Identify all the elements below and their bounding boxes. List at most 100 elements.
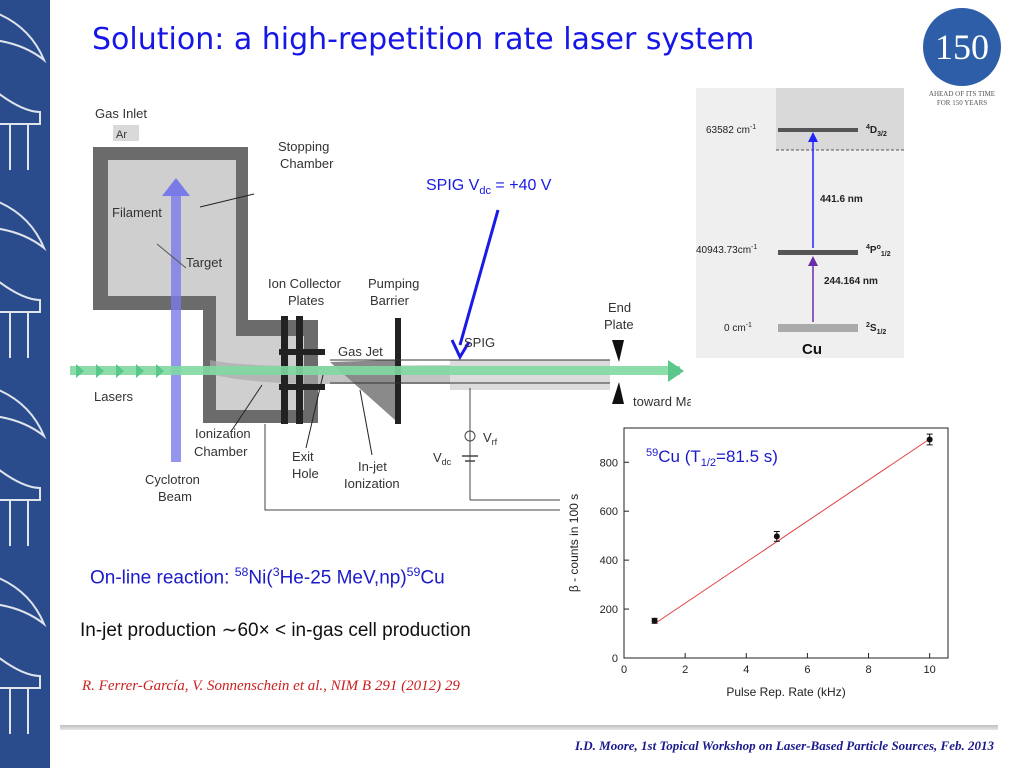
label-stopping-2: Chamber	[280, 156, 334, 171]
label-ion-collector-2: Plates	[288, 293, 325, 308]
label-exit-1: Exit	[292, 449, 314, 464]
footer-credit: I.D. Moore, 1st Topical Workshop on Lase…	[574, 738, 994, 753]
level-bot-term-j: 1/2	[877, 329, 887, 336]
label-cyclotron-2: Beam	[158, 489, 192, 504]
vrf-source-symbol	[464, 430, 476, 442]
y-tick-label: 400	[600, 555, 618, 567]
reference-citation: R. Ferrer-García, V. Sonnenschein et al.…	[82, 678, 460, 694]
injet-pointer	[359, 389, 373, 456]
y-tick-label: 600	[600, 506, 618, 518]
logo-circle: 150	[923, 8, 1001, 86]
spig-voltage-arrow	[458, 209, 500, 346]
chart-title-sub: 1/2	[701, 457, 716, 469]
cyclotron-beam-arrowhead	[162, 178, 190, 196]
ion-collector-bottom	[279, 384, 325, 390]
level-bot-term-mult: 2	[866, 322, 870, 329]
label-lasers: Lasers	[94, 389, 134, 404]
lower-transition-label: 244.164 nm	[824, 276, 878, 287]
cyclotron-beam-arrow	[171, 192, 181, 462]
reaction-cu: Cu	[420, 567, 445, 589]
label-stopping-1: Stopping	[278, 139, 329, 154]
plot-frame	[623, 427, 949, 659]
label-spig: SPIG	[464, 335, 495, 350]
slide-title: Solution: a high-repetition rate laser s…	[92, 22, 755, 57]
label-ar: Ar	[116, 129, 127, 141]
chart-fit	[654, 438, 930, 625]
level-mid-term: 4Po1/2	[866, 244, 891, 258]
label-end-2: Plate	[604, 317, 634, 332]
level-mid-term-mult: 4	[866, 244, 870, 251]
upper-transition-arrowhead	[808, 132, 818, 142]
anniversary-logo: 150 AHEAD OF ITS TIME FOR 150 YEARS	[912, 8, 1012, 108]
label-spig-voltage-main: SPIG V	[426, 177, 480, 194]
level-bot-energy: 0 cm-1	[724, 322, 752, 334]
x-tick-label: 6	[804, 664, 810, 676]
level-top-term-letter: D	[870, 125, 877, 136]
ionization-pointer	[231, 384, 263, 431]
data-point	[651, 617, 658, 624]
data-point	[773, 533, 780, 540]
fit-line	[654, 438, 930, 625]
label-vdc-sub: dc	[442, 457, 452, 467]
level-top-energy-value: 63582 cm	[706, 125, 750, 136]
lower-transition-arrowhead	[808, 256, 818, 266]
laser-chevrons	[76, 364, 164, 378]
stopping-pointer	[199, 193, 255, 208]
level-top-term: 4D3/2	[866, 124, 887, 138]
label-gas-jet: Gas Jet	[338, 344, 383, 359]
level-bot-energy-exp: -1	[746, 322, 752, 329]
energy-level-svg: 63582 cm-1 40943.73cm-1 0 cm-1 4D3/2 4Po…	[696, 88, 904, 358]
logo-line-2: FOR 150 YEARS	[936, 99, 988, 107]
footer-divider	[60, 725, 998, 730]
label-gas-inlet: Gas Inlet	[95, 106, 147, 121]
chart-title: 59Cu (T1/2=81.5 s)	[646, 447, 778, 469]
level-top-bar	[778, 128, 858, 132]
ar-inlet-box	[113, 125, 139, 141]
x-tick-label: 2	[682, 664, 688, 676]
reaction-prefix: On-line reaction:	[90, 567, 235, 589]
level-bot-energy-value: 0 cm	[724, 323, 746, 334]
label-target: Target	[186, 255, 223, 270]
label-ion-collector-1: Ion Collector	[268, 276, 342, 291]
label-injet-1: In-jet	[358, 459, 387, 474]
upper-transition-label: 441.6 nm	[820, 194, 863, 205]
label-spig-voltage-value: = +40 V	[491, 177, 552, 194]
production-comparison: In-jet production ∼60× < in-gas cell pro…	[80, 620, 471, 641]
x-tick-label: 0	[621, 664, 627, 676]
label-toward-mass: toward Mass	[633, 394, 691, 409]
left-sidebar-decoration	[0, 0, 50, 768]
label-injet-2: Ionization	[344, 476, 400, 491]
reaction-sup-59: 59	[406, 565, 421, 579]
label-vrf: Vrf	[483, 430, 498, 447]
gas-cell-apparatus-diagram: Gas Inlet Ar Stopping Chamber Filament T…	[70, 106, 691, 511]
reaction-sup-3: 3	[272, 565, 280, 579]
x-tick-label: 4	[743, 664, 749, 676]
data-point	[926, 436, 933, 443]
level-bottom-bar	[778, 324, 858, 332]
level-mid-energy-exp: -1	[751, 244, 757, 251]
logo-caption: AHEAD OF ITS TIME FOR 150 YEARS	[912, 90, 1012, 108]
chart-title-main: Cu (T	[658, 447, 701, 466]
sidebar-pattern	[0, 13, 47, 734]
label-end-1: End	[608, 300, 631, 315]
laser-beam	[70, 366, 680, 375]
label-vdc-v: V	[433, 450, 442, 465]
y-tick-label: 0	[612, 653, 618, 665]
level-bot-term-letter: S	[870, 323, 877, 334]
label-spig-voltage: SPIG Vdc = +40 V	[426, 177, 552, 197]
label-filament: Filament	[112, 205, 162, 220]
label-cyclotron-1: Cyclotron	[145, 472, 200, 487]
level-mid-energy-value: 40943.73cm	[696, 245, 751, 256]
chart-points	[651, 433, 933, 624]
label-vrf-sub: rf	[492, 437, 498, 447]
label-spig-voltage-sub: dc	[479, 185, 491, 197]
end-plate-bottom	[612, 382, 624, 404]
level-top-term-mult: 4	[866, 124, 870, 131]
label-vdc: Vdc	[433, 450, 452, 467]
level-top-term-j: 3/2	[877, 131, 887, 138]
level-top-energy: 63582 cm-1	[706, 124, 756, 136]
laser-arrowhead	[668, 360, 684, 382]
element-label: Cu	[802, 341, 822, 358]
